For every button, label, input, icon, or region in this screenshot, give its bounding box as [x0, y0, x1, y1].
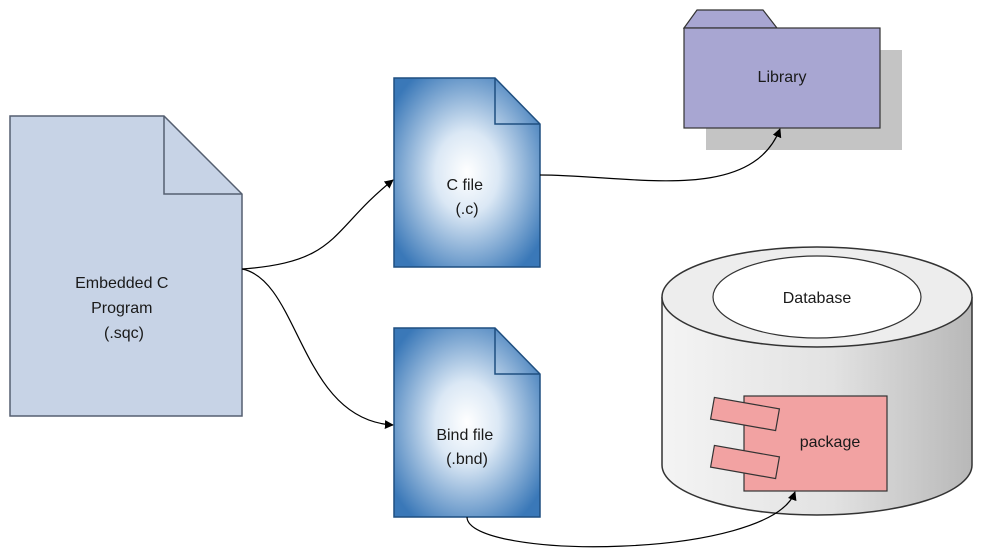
package-component-tab-top [709, 396, 781, 432]
c-file-label-line-2: (.c) [455, 201, 478, 218]
source-program-document: Embedded C Program (.sqc) [9, 115, 243, 417]
database-label: Database [783, 290, 852, 307]
bind-file-label-line-2: (.bnd) [446, 451, 488, 468]
c-file-label-line-1: C file [447, 177, 484, 194]
c-file-document: C file (.c) [393, 77, 541, 268]
bind-file-fold [494, 328, 540, 375]
package-component: package [709, 395, 888, 492]
arrow-source-to-c-file [241, 179, 394, 270]
bind-file-label-line-1: Bind file [436, 427, 493, 444]
source-document-shape [9, 115, 243, 417]
arrow-bind-file-to-package [466, 491, 797, 548]
source-document-fold [163, 116, 242, 195]
svg-text:Embedded C Program: Embedded C Program (.sqc) [75, 275, 173, 342]
c-file-fold [494, 78, 540, 125]
arrow-c-file-to-library [539, 128, 782, 182]
library-folder-tab [682, 9, 779, 29]
svg-text:C file (.c): C file (.c) [447, 177, 488, 218]
svg-text:Bind file (.bnd): Bind file (.bnd) [436, 427, 497, 468]
source-label-line-3: (.sqc) [104, 325, 144, 342]
c-file-shape [393, 77, 541, 268]
package-component-tab-bottom [709, 444, 781, 480]
source-label-line-1: Embedded C [75, 275, 168, 292]
package-label: package [800, 434, 861, 451]
library-folder-body [683, 27, 881, 129]
library-label: Library [758, 69, 807, 86]
database-label-ellipse [712, 255, 922, 339]
arrow-source-to-bind-file [241, 268, 394, 430]
library-folder: Library [682, 9, 902, 150]
source-label-line-2: Program [91, 300, 152, 317]
bind-file-document: Bind file (.bnd) [393, 327, 541, 518]
bind-file-shape [393, 327, 541, 518]
